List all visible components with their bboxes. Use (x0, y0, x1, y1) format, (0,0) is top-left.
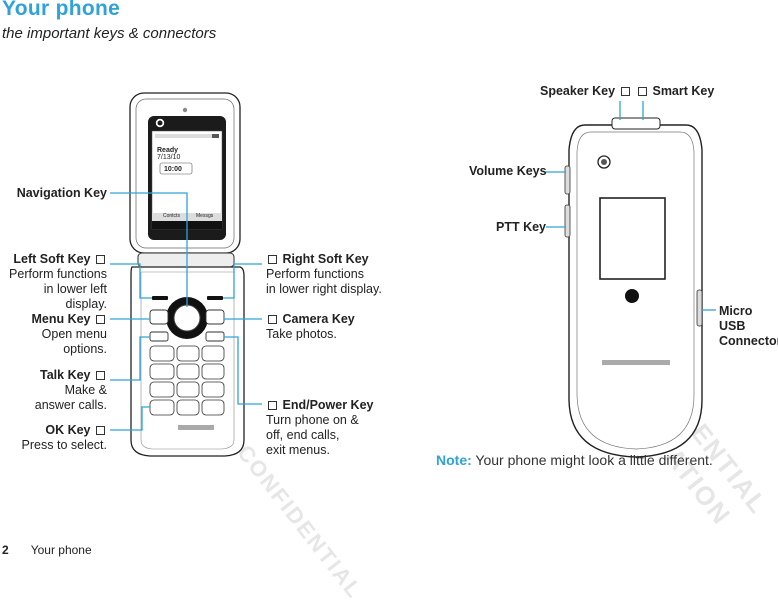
left-soft-key-title: Left Soft Key (13, 252, 91, 266)
ok-key-icon (96, 426, 105, 435)
camera-icon (268, 315, 277, 324)
soft-key-icon (268, 255, 277, 264)
end-power-key-desc2: off, end calls, (266, 428, 340, 442)
micro-usb-title2: Connector (719, 334, 778, 348)
smart-key-label: Smart Key (636, 84, 714, 99)
left-soft-key-desc2: in lower left display. (43, 282, 107, 311)
left-soft-key-desc1: Perform functions (9, 267, 107, 281)
ptt-key-label: PTT Key (496, 220, 546, 235)
soft-key-icon (96, 255, 105, 264)
menu-key-icon (96, 315, 105, 324)
closed-phone-leader-lines (546, 101, 716, 311)
micro-usb-label: Micro USB Connector (719, 304, 778, 349)
navigation-key-title: Navigation Key (16, 186, 107, 200)
speaker-key-title: Speaker Key (540, 84, 616, 98)
speaker-key-label: Speaker Key (540, 84, 632, 99)
phone-closed-illustration (564, 117, 703, 458)
right-soft-key-desc1: Perform functions (266, 267, 364, 281)
navigation-key-label: Navigation Key (17, 186, 107, 201)
end-power-icon (268, 401, 277, 410)
right-soft-key-label: Right Soft Key Perform functions in lowe… (266, 252, 382, 297)
screen-soft-right: Messgs (196, 213, 214, 219)
screen-soft-left: Contcts (163, 213, 180, 219)
micro-usb-title1: Micro USB (719, 304, 753, 333)
end-power-key-desc1: Turn phone on & (266, 413, 359, 427)
phone-illustrations (110, 92, 716, 458)
menu-key-desc1: Open menu options. (41, 327, 107, 356)
note-text: Your phone might look a little different… (471, 452, 713, 468)
ok-key-title: OK Key (45, 423, 91, 437)
smart-key-title: Smart Key (652, 84, 715, 98)
ok-key-desc1: Press to select. (21, 438, 107, 452)
page-subtitle: the important keys & connectors (2, 25, 217, 42)
volume-keys-title: Volume Keys (469, 164, 547, 178)
footer-section: Your phone (30, 543, 92, 557)
page-title: Your phone (2, 0, 121, 20)
note: Note: Your phone might look a little dif… (436, 452, 713, 468)
camera-key-desc1: Take photos. (266, 327, 337, 341)
right-soft-key-title: Right Soft Key (282, 252, 369, 266)
page-footer: 2 Your phone (2, 543, 114, 557)
open-phone-leader-lines (110, 192, 262, 431)
smart-key-icon (638, 87, 647, 96)
menu-key-title: Menu Key (31, 312, 91, 326)
right-soft-key-desc2: in lower right display. (266, 282, 382, 296)
camera-key-title: Camera Key (282, 312, 355, 326)
talk-key-icon (96, 371, 105, 380)
screen-status: Ready (157, 147, 179, 154)
talk-key-desc1: Make & (64, 383, 107, 397)
end-power-key-title: End/Power Key (282, 398, 374, 412)
ptt-key-title: PTT Key (496, 220, 547, 234)
screen-date: 7/13/10 (157, 154, 181, 161)
camera-key-label: Camera Key Take photos. (266, 312, 355, 342)
menu-key-label: Menu Key Open menu options. (0, 312, 107, 357)
volume-keys-label: Volume Keys (469, 164, 547, 179)
talk-key-title: Talk Key (40, 368, 91, 382)
screen-time: 10:00 (164, 166, 182, 173)
end-power-key-label: End/Power Key Turn phone on & off, end c… (266, 398, 373, 458)
talk-key-label: Talk Key Make & answer calls. (35, 368, 107, 413)
ok-key-label: OK Key Press to select. (22, 423, 107, 453)
left-soft-key-label: Left Soft Key Perform functions in lower… (0, 252, 107, 312)
speaker-icon (620, 87, 630, 96)
end-power-key-desc3: exit menus. (266, 443, 330, 457)
page-number: 2 (2, 543, 9, 557)
talk-key-desc2: answer calls. (34, 398, 107, 412)
note-label: Note: (436, 452, 472, 468)
